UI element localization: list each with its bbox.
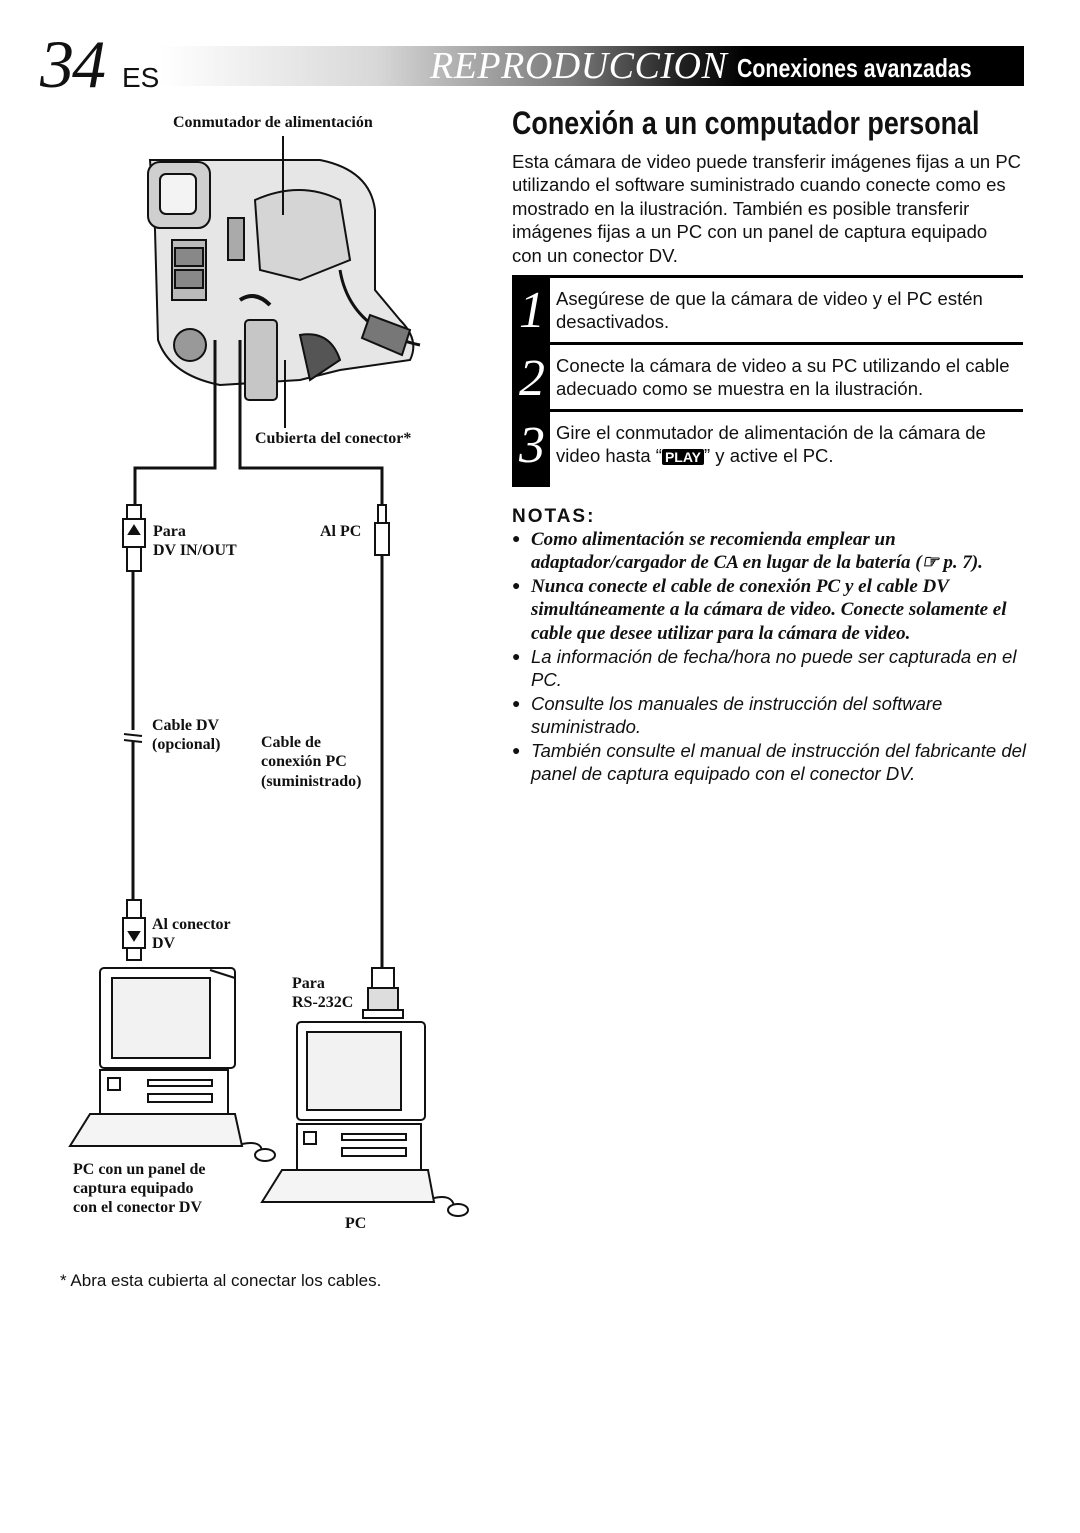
cables [123, 340, 384, 968]
pc-plug-top [374, 504, 390, 556]
note-item: Consulte los manuales de instrucción del… [512, 692, 1027, 739]
chapter-subtitle: Conexiones avanzadas [737, 53, 972, 83]
step-1-number: 1 [514, 283, 550, 339]
step-2-text: Conecte la cámara de video a su PC utili… [556, 355, 1010, 400]
step-divider [550, 409, 1023, 412]
dv-plug-bottom [122, 899, 146, 961]
step-divider [550, 342, 1023, 345]
note-item: Como alimentación se recomienda emplear … [512, 528, 1027, 575]
label-cable-dv-optional: (opcional) [152, 736, 221, 753]
step-3-text-after: ” y active el PC. [704, 445, 834, 467]
note-item: La información de fecha/hora no puede se… [512, 645, 1027, 692]
label-cable-pc-1: Cable de [261, 734, 321, 751]
play-badge: PLAY [661, 449, 704, 466]
note-item: También consulte el manual de instrucció… [512, 739, 1027, 786]
page-number: 34 [40, 26, 106, 102]
label-rs232c: RS-232C [292, 994, 354, 1011]
label-pc: PC [345, 1215, 367, 1232]
notes-heading: NOTAS: [512, 506, 596, 527]
section-title: Conexión a un computador personal [512, 105, 980, 141]
header-bar [160, 46, 1024, 86]
label-al-pc: Al PC [320, 523, 362, 540]
step-3-text: Gire el conmutador de alimentación de la… [556, 421, 1026, 468]
label-cable-pc-2: conexión PC [261, 753, 347, 770]
connection-diagram [68, 136, 469, 1217]
page-language: ES [122, 62, 160, 93]
label-pc-dv-2: captura equipado [73, 1180, 194, 1197]
label-connector-cover: Cubierta del conector* [255, 430, 412, 447]
label-pc-dv-1: PC con un panel de [73, 1161, 206, 1178]
label-al-conector: Al conector [152, 916, 231, 933]
label-cable-dv: Cable DV [152, 717, 220, 734]
note-item: Nunca conecte el cable de conexión PC y … [512, 575, 1027, 645]
step-2-number: 2 [514, 351, 550, 407]
footnote: * Abra esta cubierta al conectar los cab… [60, 1271, 382, 1290]
label-power-switch: Conmutador de alimentación [173, 114, 373, 131]
leader-lines [282, 136, 286, 428]
label-dv-in-out: DV IN/OUT [153, 542, 237, 559]
camcorder-illustration [147, 159, 421, 401]
step-divider [550, 275, 1023, 278]
label-pc-dv-3: con el conector DV [73, 1199, 202, 1216]
pc-illustration [260, 1021, 469, 1217]
label-cable-pc-3: (suministrado) [261, 773, 362, 790]
step-3-number: 3 [514, 418, 550, 474]
rs232c-plug [362, 967, 404, 1019]
pc-dv-illustration [68, 967, 276, 1162]
label-para-dv: Para [153, 523, 186, 540]
dv-plug-top [122, 504, 146, 572]
notes-list: Como alimentación se recomienda emplear … [512, 528, 1027, 785]
label-para-rs: Para [292, 975, 325, 992]
label-al-conector-dv: DV [152, 935, 176, 952]
intro-paragraph: Esta cámara de video puede transferir im… [512, 151, 1022, 266]
step-3-text-before: Gire el conmutador de alimentación de la… [556, 422, 986, 467]
step-1-text: Asegúrese de que la cámara de video y el… [556, 288, 983, 333]
chapter-title: REPRODUCCION [430, 45, 728, 87]
